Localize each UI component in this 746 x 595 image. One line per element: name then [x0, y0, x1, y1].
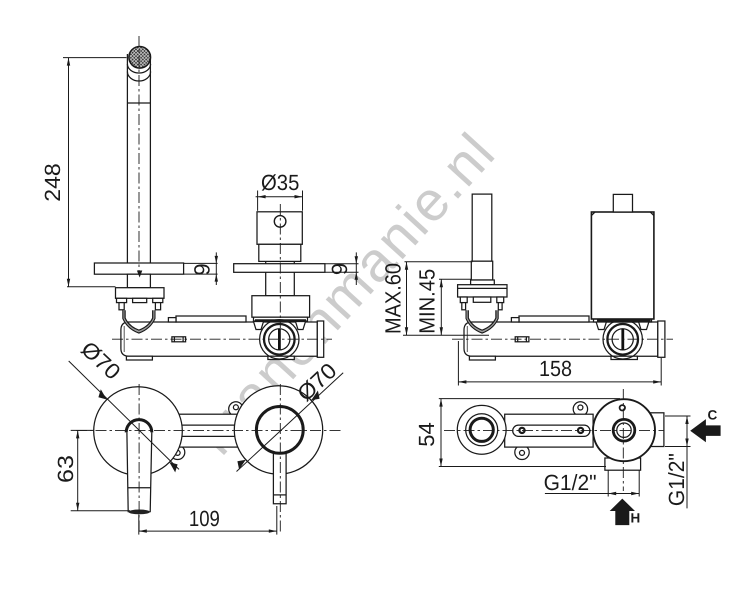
svg-text:63: 63: [53, 455, 78, 483]
svg-text:9: 9: [327, 263, 352, 275]
svg-text:109: 109: [189, 506, 220, 531]
svg-text:9: 9: [190, 263, 215, 275]
svg-text:C: C: [708, 407, 718, 422]
svg-text:G1/2": G1/2": [664, 453, 689, 506]
svg-text:54: 54: [414, 422, 439, 446]
svg-text:158: 158: [539, 356, 572, 381]
svg-text:MAX.60: MAX.60: [381, 263, 406, 334]
svg-text:Ø35: Ø35: [261, 170, 299, 195]
svg-text:H: H: [631, 510, 641, 525]
svg-text:248: 248: [40, 163, 65, 202]
svg-text:G1/2": G1/2": [544, 470, 597, 495]
svg-text:MIN.45: MIN.45: [415, 269, 440, 334]
